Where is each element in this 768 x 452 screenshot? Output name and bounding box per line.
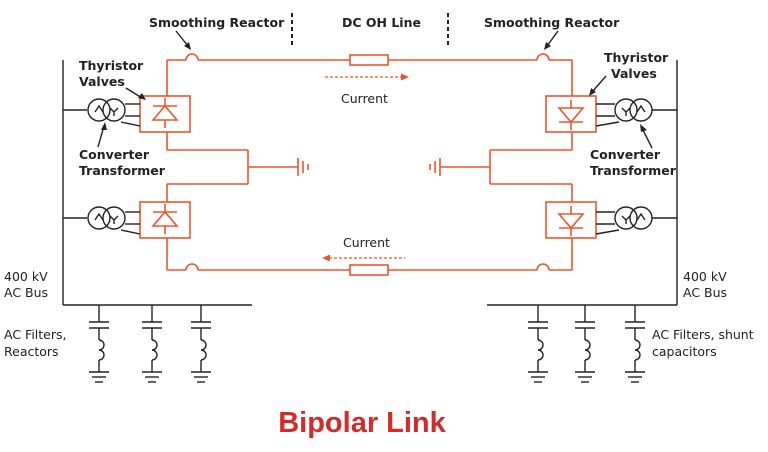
thyristor-valve-left-bottom bbox=[139, 201, 191, 239]
label-dc-oh-line: DC OH Line bbox=[342, 15, 421, 30]
line-resistor-bottom bbox=[349, 264, 389, 276]
thyristor-valve-right-bottom bbox=[545, 201, 597, 239]
line-resistor-top bbox=[349, 54, 389, 66]
label-bus-left-2: AC Bus bbox=[4, 285, 48, 300]
smoothing-reactor-top-left bbox=[185, 53, 199, 61]
ac-side-right bbox=[487, 60, 678, 383]
ac-filter-right-3 bbox=[625, 305, 645, 383]
dc-circuit bbox=[139, 53, 597, 276]
label-thyristor-left-2: Valves bbox=[79, 74, 125, 89]
converter-transformer-left-bottom bbox=[87, 206, 141, 235]
label-thyristor-right-2: Valves bbox=[611, 66, 657, 81]
label-filters-right-2: capacitors bbox=[652, 344, 717, 359]
ac-filter-right-2 bbox=[575, 305, 595, 383]
smoothing-reactor-bottom-right bbox=[536, 263, 550, 271]
smoothing-reactor-bottom-left bbox=[185, 263, 199, 271]
label-converter-left-1: Converter bbox=[79, 147, 150, 162]
diagram-title: Bipolar Link bbox=[278, 407, 446, 439]
text-labels: Smoothing Reactor DC OH Line Smoothing R… bbox=[4, 15, 754, 359]
ac-filter-left-3 bbox=[191, 305, 211, 383]
label-bus-right-2: AC Bus bbox=[683, 285, 727, 300]
label-current-top: Current bbox=[341, 91, 388, 106]
label-bus-left-1: 400 kV bbox=[4, 269, 48, 284]
label-smoothing-reactor-left: Smoothing Reactor bbox=[149, 15, 285, 30]
ac-filter-right-1 bbox=[528, 305, 548, 383]
ground-left bbox=[297, 158, 309, 176]
label-filters-left-1: AC Filters, bbox=[4, 327, 66, 342]
label-filters-right-1: AC Filters, shunt bbox=[652, 327, 754, 342]
ac-side-left bbox=[62, 60, 252, 383]
ground-right bbox=[429, 158, 441, 176]
label-current-bottom: Current bbox=[343, 235, 390, 250]
ac-filter-left-2 bbox=[142, 305, 162, 383]
label-filters-left-2: Reactors bbox=[4, 344, 59, 359]
ac-filter-left-1 bbox=[89, 305, 109, 383]
current-arrow-bottom bbox=[322, 254, 405, 262]
boundary-markers bbox=[175, 13, 559, 50]
label-converter-right-2: Transformer bbox=[590, 163, 677, 178]
converter-transformer-right-top bbox=[595, 98, 653, 127]
current-arrow-top bbox=[325, 73, 409, 81]
label-converter-right-1: Converter bbox=[590, 147, 661, 162]
thyristor-valve-right-top bbox=[545, 95, 597, 133]
label-smoothing-reactor-right: Smoothing Reactor bbox=[484, 15, 620, 30]
converter-transformer-right-bottom bbox=[595, 206, 653, 235]
thyristor-valve-left-top bbox=[139, 95, 191, 133]
label-thyristor-left-1: Thyristor bbox=[79, 58, 144, 73]
label-converter-left-2: Transformer bbox=[79, 163, 166, 178]
converter-transformer-left-top bbox=[87, 98, 141, 127]
smoothing-reactor-top-right bbox=[536, 53, 550, 61]
label-bus-right-1: 400 kV bbox=[683, 269, 727, 284]
label-thyristor-right-1: Thyristor bbox=[604, 50, 669, 65]
